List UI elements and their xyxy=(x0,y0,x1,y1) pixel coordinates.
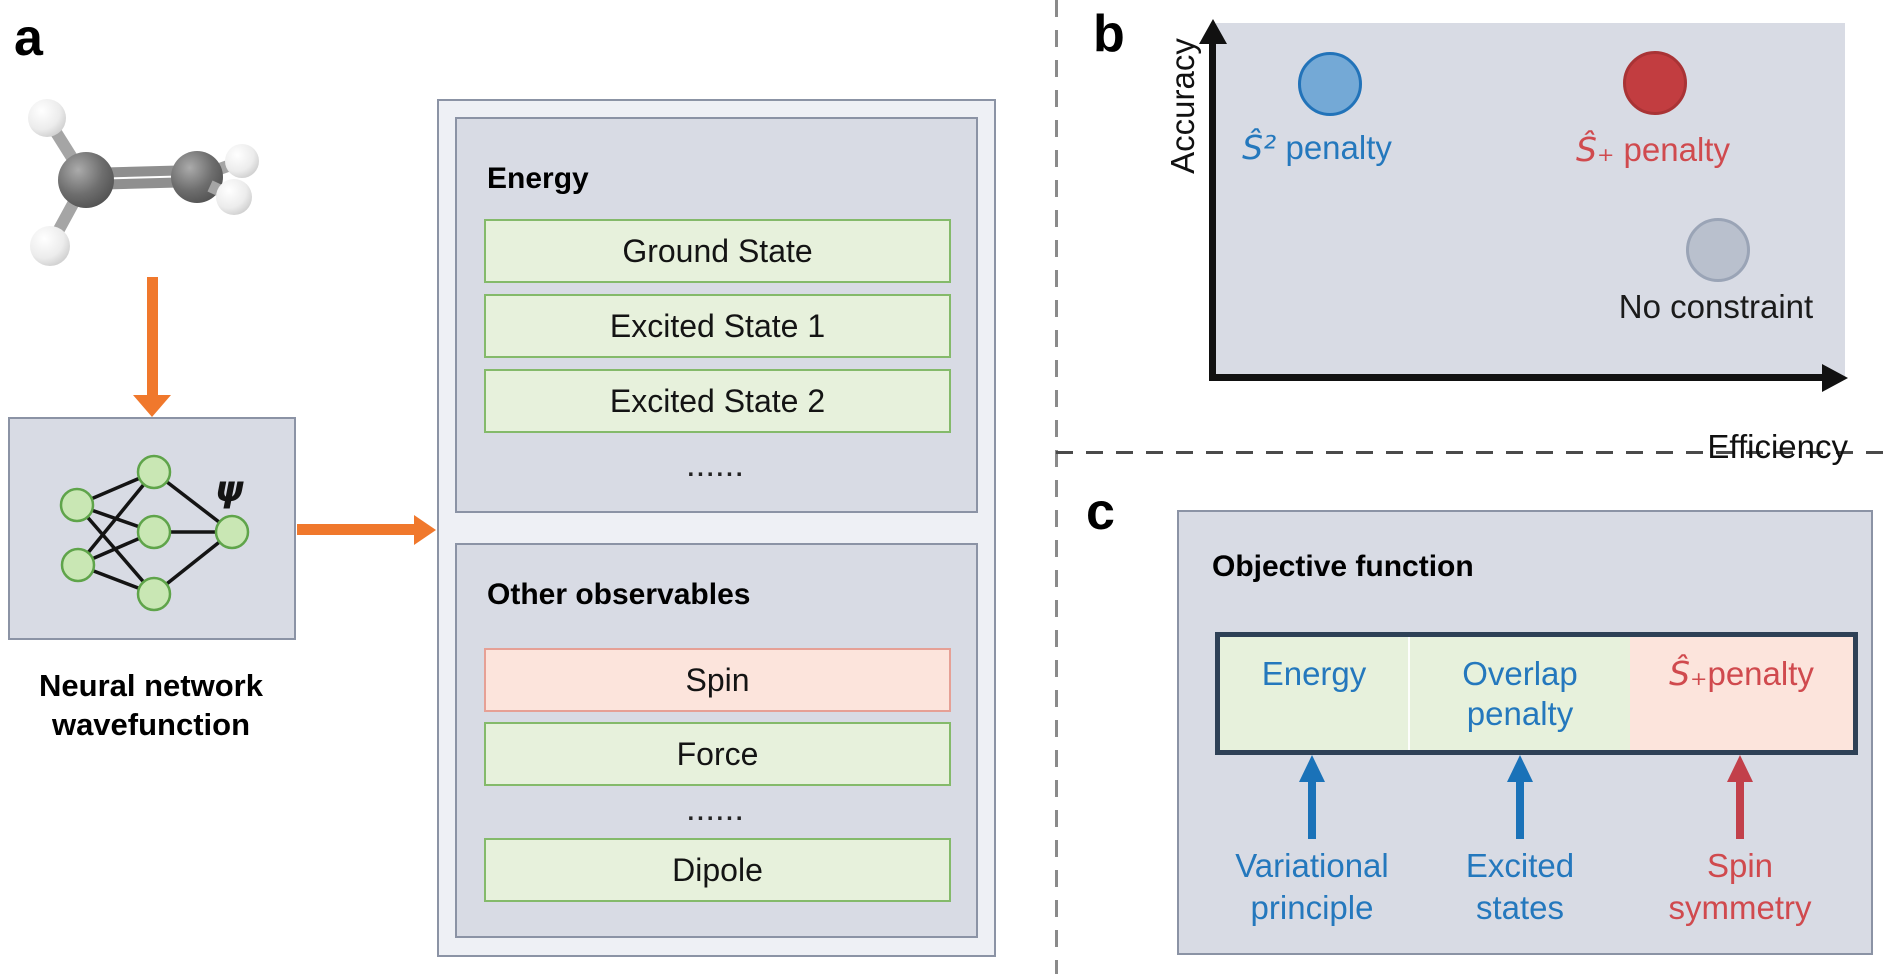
s-squared-symbol: Ŝ² xyxy=(1242,128,1277,167)
observables-row-force: Force xyxy=(484,722,951,786)
objective-cell-energy: Energy xyxy=(1220,637,1410,750)
panel-c-label: c xyxy=(1086,483,1115,541)
hydrogen-atom xyxy=(28,99,66,137)
molecule-to-network-arrow xyxy=(147,277,158,397)
s-plus-penalty-label: Ŝ₊ penalty xyxy=(1576,130,1730,169)
excited-states-arrow xyxy=(1516,782,1524,839)
objective-cell-spin-penalty: Ŝ₊ penalty xyxy=(1630,637,1853,750)
network-to-outputs-arrow xyxy=(297,524,416,535)
no-constraint-label: No constraint xyxy=(1618,288,1814,325)
observables-ellipsis: ...... xyxy=(687,799,746,826)
objective-bar: Energy Overlap penalty Ŝ₊ penalty xyxy=(1215,632,1858,755)
neural-network-diagram: ψ xyxy=(59,454,250,612)
molecule-to-network-arrowhead xyxy=(133,395,171,417)
energy-row-excited-state-2: Excited State 2 xyxy=(484,369,951,433)
annotation-spin-symmetry: Spin symmetry xyxy=(1668,847,1812,926)
hydrogen-atom xyxy=(225,144,259,178)
neural-network-box: ψ xyxy=(8,417,296,640)
y-axis xyxy=(1209,42,1216,381)
energy-box-title: Energy xyxy=(487,162,589,195)
s-plus-penalty-dot xyxy=(1623,51,1687,115)
y-axis-arrowhead xyxy=(1199,19,1227,44)
variational-principle-arrow xyxy=(1308,782,1316,839)
s-squared-penalty-label: Ŝ² penalty xyxy=(1242,128,1392,167)
annotation-excited-states: Excited states xyxy=(1465,847,1575,926)
observables-row-dipole: Dipole xyxy=(484,838,951,902)
panel-b-label: b xyxy=(1093,5,1125,63)
observables-row-spin: Spin xyxy=(484,648,951,712)
s-plus-symbol: Ŝ₊ xyxy=(1669,654,1708,693)
variational-principle-arrowhead xyxy=(1299,755,1325,782)
hydrogen-atom xyxy=(216,179,252,215)
observables-box-title: Other observables xyxy=(487,578,751,611)
carbon-atom xyxy=(58,152,114,208)
neural-network-caption: Neural network wavefunction xyxy=(39,668,263,742)
panel-divider-horizontal xyxy=(1056,451,1886,454)
psi-symbol: ψ xyxy=(215,469,244,510)
s-plus-symbol: Ŝ₊ xyxy=(1576,130,1615,169)
efficiency-axis-label: Efficiency xyxy=(1707,428,1848,465)
energy-row-excited-state-1: Excited State 1 xyxy=(484,294,951,358)
accuracy-axis-label: Accuracy xyxy=(1164,38,1201,174)
excited-states-arrowhead xyxy=(1507,755,1533,782)
panel-divider-vertical xyxy=(1055,0,1058,974)
network-nodes xyxy=(59,454,250,612)
energy-row-ground-state: Ground State xyxy=(484,219,951,283)
network-to-outputs-arrowhead xyxy=(414,515,436,545)
x-axis xyxy=(1209,374,1823,381)
carbon-atom xyxy=(171,151,223,203)
ethylene-molecule xyxy=(28,99,259,266)
bond-c2-h-front xyxy=(207,179,252,215)
observables-box: Other observables Spin Force ...... Dipo… xyxy=(455,543,978,938)
panel-a-label: a xyxy=(14,9,43,67)
objective-cell-overlap-penalty: Overlap penalty xyxy=(1410,637,1630,750)
spin-symmetry-arrowhead xyxy=(1727,755,1753,782)
spin-symmetry-arrow xyxy=(1736,782,1744,839)
objective-title: Objective function xyxy=(1212,550,1474,583)
energy-box: Energy Ground State Excited State 1 Exci… xyxy=(455,117,978,513)
hydrogen-atom xyxy=(30,226,70,266)
s-squared-penalty-dot xyxy=(1298,52,1362,116)
no-constraint-dot xyxy=(1686,218,1750,282)
x-axis-arrowhead xyxy=(1822,364,1848,392)
energy-ellipsis: ...... xyxy=(687,455,746,482)
annotation-variational-principle: Variational principle xyxy=(1235,847,1389,926)
